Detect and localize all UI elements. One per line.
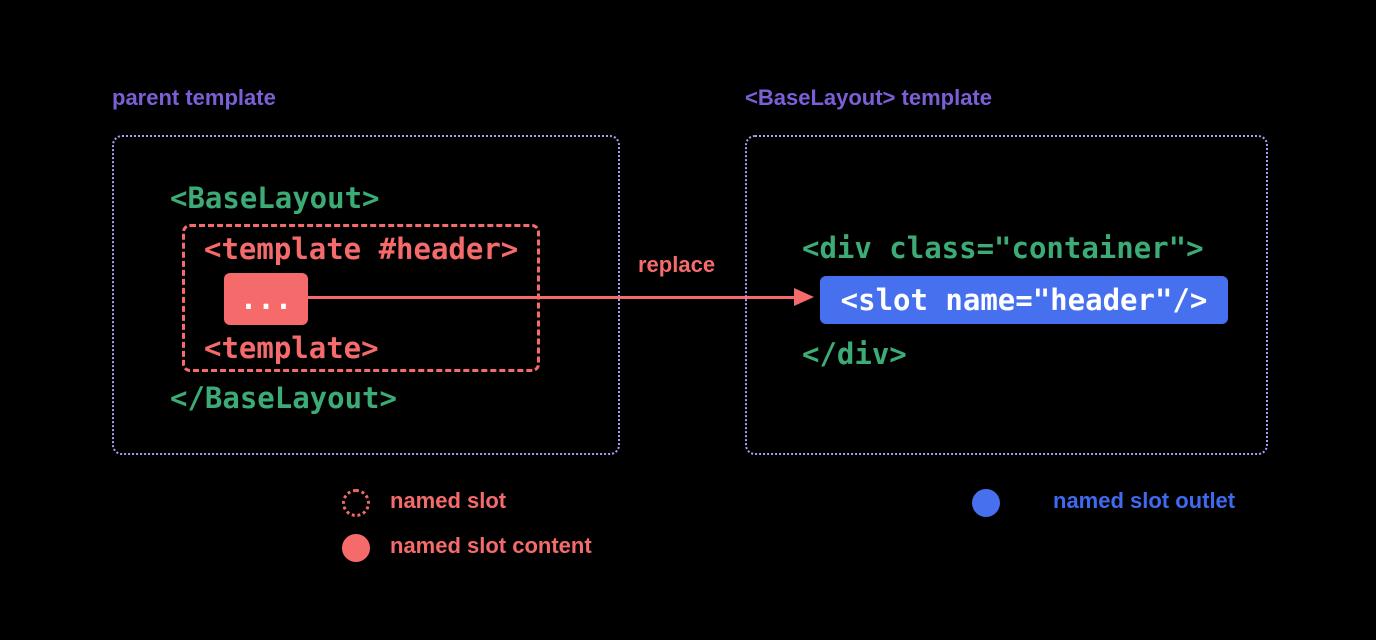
template-header-open-tag: <template #header> <box>204 232 519 266</box>
baselayout-template-panel: <div class="container"> <slot name="head… <box>745 135 1268 455</box>
legend-named-slot-outlet-label: named slot outlet <box>1053 488 1236 513</box>
slot-content-chip: ... <box>224 273 308 325</box>
div-container-open-tag: <div class="container"> <box>802 231 1204 265</box>
legend-named-slot-label: named slot <box>390 488 507 513</box>
named-slot-dotted-circle-icon <box>342 489 370 517</box>
slot-content-ellipsis: ... <box>239 281 293 316</box>
named-slot-content-circle-icon <box>342 534 370 562</box>
parent-template-title: parent template <box>112 85 276 110</box>
named-slot-outlet-circle-icon <box>972 489 1000 517</box>
legend-named-slot-content-label: named slot content <box>390 533 592 558</box>
replace-arrow-head-icon <box>794 288 814 306</box>
template-close-tag: <template> <box>204 331 379 365</box>
baselayout-open-tag: <BaseLayout> <box>170 181 380 215</box>
named-slot-box: <template #header> ... <template> <box>182 224 540 372</box>
baselayout-template-title: <BaseLayout> template <box>745 85 992 110</box>
replace-arrow-line <box>306 296 798 299</box>
replace-label: replace <box>638 252 716 277</box>
div-close-tag: </div> <box>802 337 907 371</box>
slot-outlet-chip: <slot name="header"/> <box>820 276 1228 324</box>
slot-outlet-tag: <slot name="header"/> <box>840 282 1208 317</box>
parent-template-panel: <BaseLayout> <template #header> ... <tem… <box>112 135 620 455</box>
baselayout-close-tag: </BaseLayout> <box>170 381 397 415</box>
